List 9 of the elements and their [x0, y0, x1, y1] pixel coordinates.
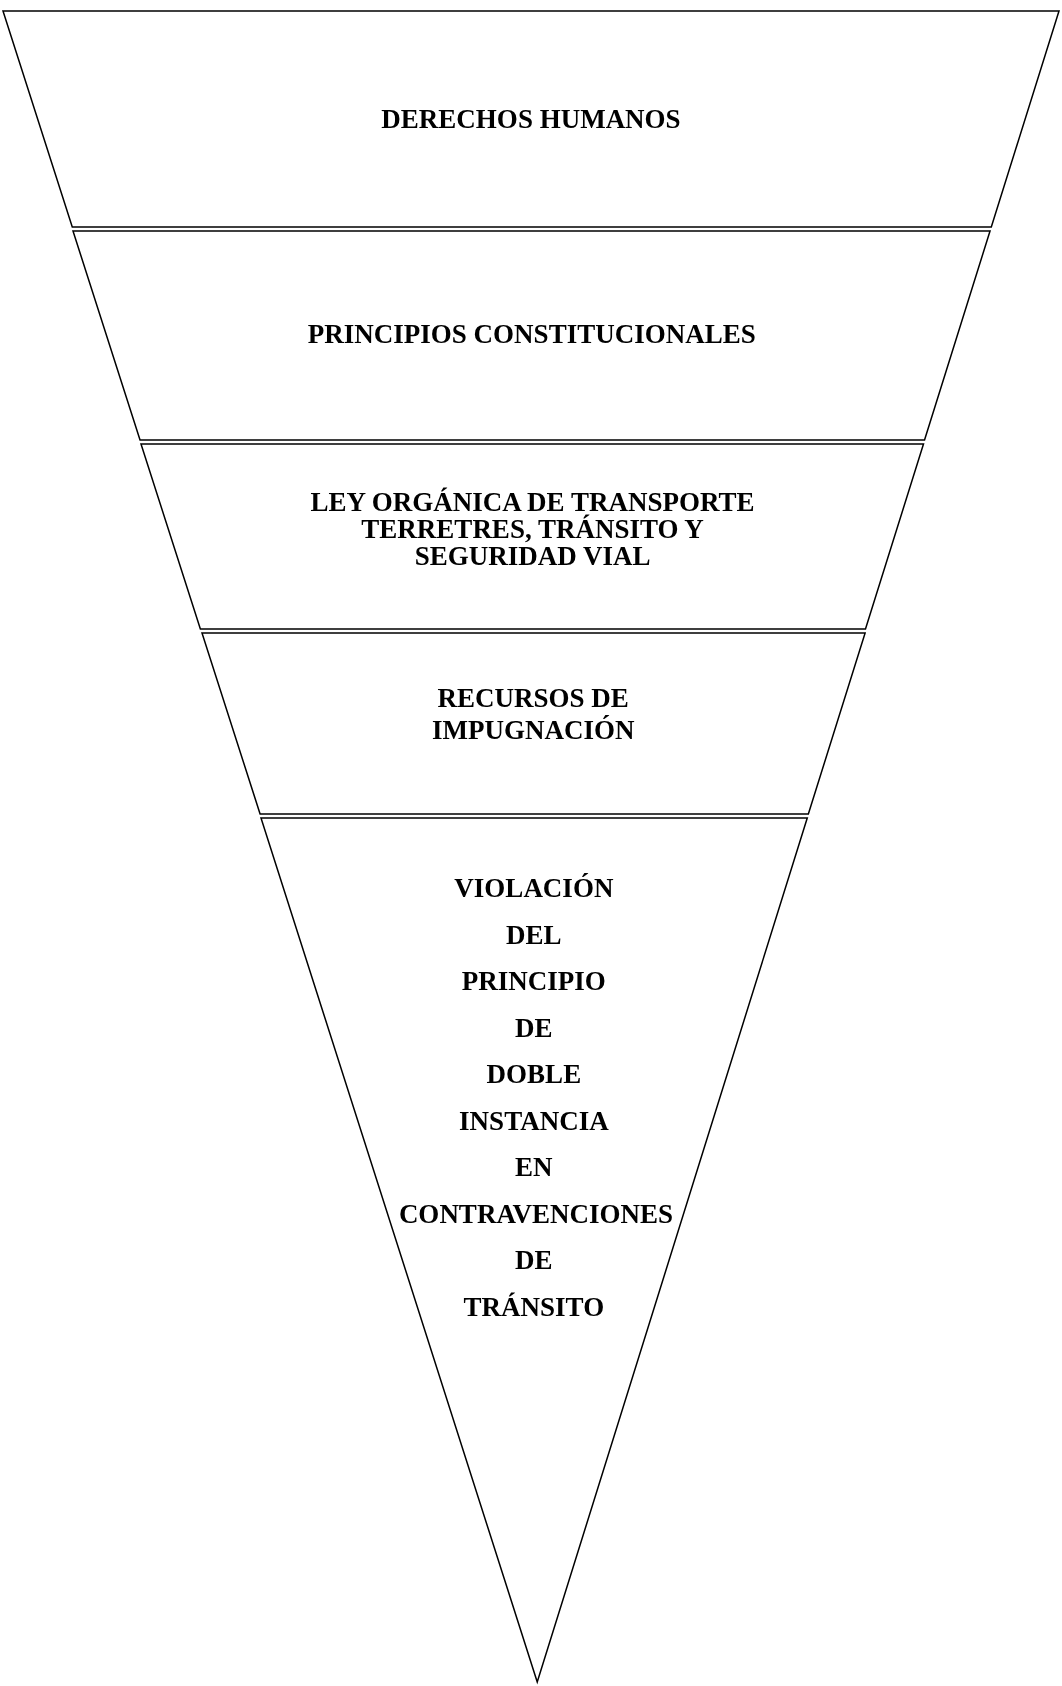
- funnel-band: [72, 230, 992, 441]
- band-label: RECURSOS DE IMPUGNACIÓN: [430, 681, 636, 746]
- funnel-band: [200, 632, 866, 815]
- funnel-band: [259, 817, 808, 1683]
- funnel-band: [140, 443, 925, 630]
- funnel-band: [2, 10, 1060, 228]
- band-label: DERECHOS HUMANOS: [381, 103, 681, 135]
- band-label: PRINCIPIOS CONSTITUCIONALES: [307, 317, 756, 350]
- band-label: LEY ORGÁNICA DE TRANSPORTE TERRETRES, TRÁNSITO Y SEGURIDAD VIAL: [309, 489, 756, 570]
